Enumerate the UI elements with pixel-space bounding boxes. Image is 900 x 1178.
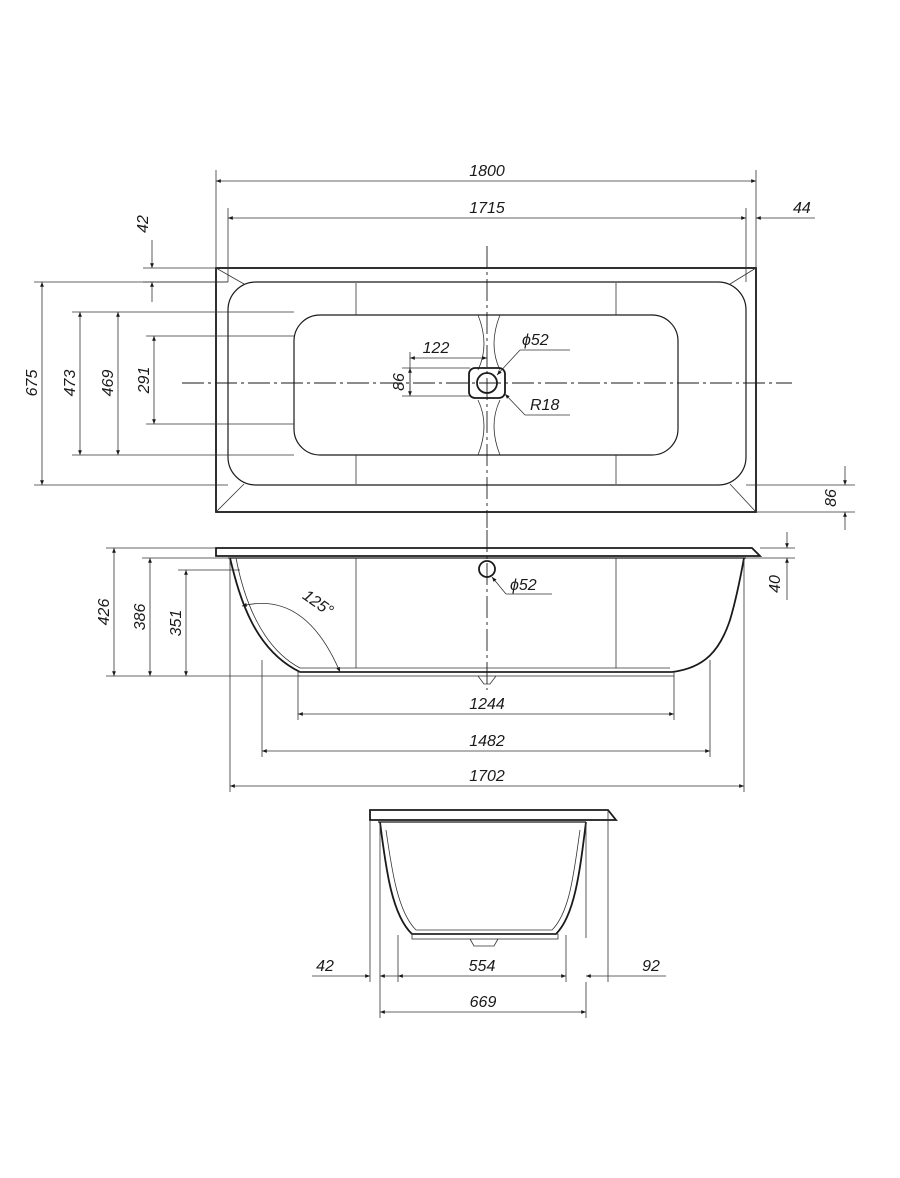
dim-rim-top: 42 <box>135 215 152 233</box>
dim-rim-height: 40 <box>767 575 784 593</box>
dim-overall-width: 675 <box>24 370 41 397</box>
dim-end-floor-width: 554 <box>469 958 496 975</box>
dim-floor-length: 1244 <box>469 696 505 713</box>
end-rim <box>369 809 618 821</box>
dim-inner-length: 1715 <box>469 200 505 217</box>
side-view: 125° ϕ52 426 386 351 40 1244 1482 <box>96 530 795 792</box>
dim-floor-width: 291 <box>136 367 153 395</box>
end-basin <box>379 821 587 935</box>
dim-inner-depth: 386 <box>132 604 149 631</box>
end-view: 42 554 92 669 <box>312 809 666 1018</box>
top-outer-rim <box>215 267 757 513</box>
dim-base-length: 1482 <box>469 733 505 750</box>
dim-rim-right: 44 <box>793 200 811 217</box>
dim-drain-spacing: 122 <box>423 340 450 357</box>
dim-end-rim-right: 92 <box>642 958 660 975</box>
top-view: 1800 1715 44 42 675 473 469 291 <box>24 163 855 530</box>
dim-end-overall-width: 669 <box>470 994 497 1011</box>
dim-overall-length: 1800 <box>469 163 505 180</box>
dim-overall-height: 426 <box>96 599 113 626</box>
dim-overflow-diameter: ϕ52 <box>510 577 537 594</box>
top-floor <box>293 314 679 456</box>
dim-drain-offset: 86 <box>391 373 408 391</box>
dim-wall-angle: 125° <box>299 587 336 620</box>
dim-inner-width-a: 473 <box>62 370 79 397</box>
dim-rim-bottom: 86 <box>823 489 840 507</box>
dim-inner-width-b: 469 <box>100 370 117 397</box>
dim-top-length: 1702 <box>469 768 505 785</box>
side-rim <box>215 547 763 557</box>
dim-drain-diameter: ϕ52 <box>522 332 549 349</box>
dim-depth-to-floor: 351 <box>168 610 185 637</box>
dim-end-rim-left: 42 <box>316 958 334 975</box>
dim-drain-radius: R18 <box>530 397 559 414</box>
